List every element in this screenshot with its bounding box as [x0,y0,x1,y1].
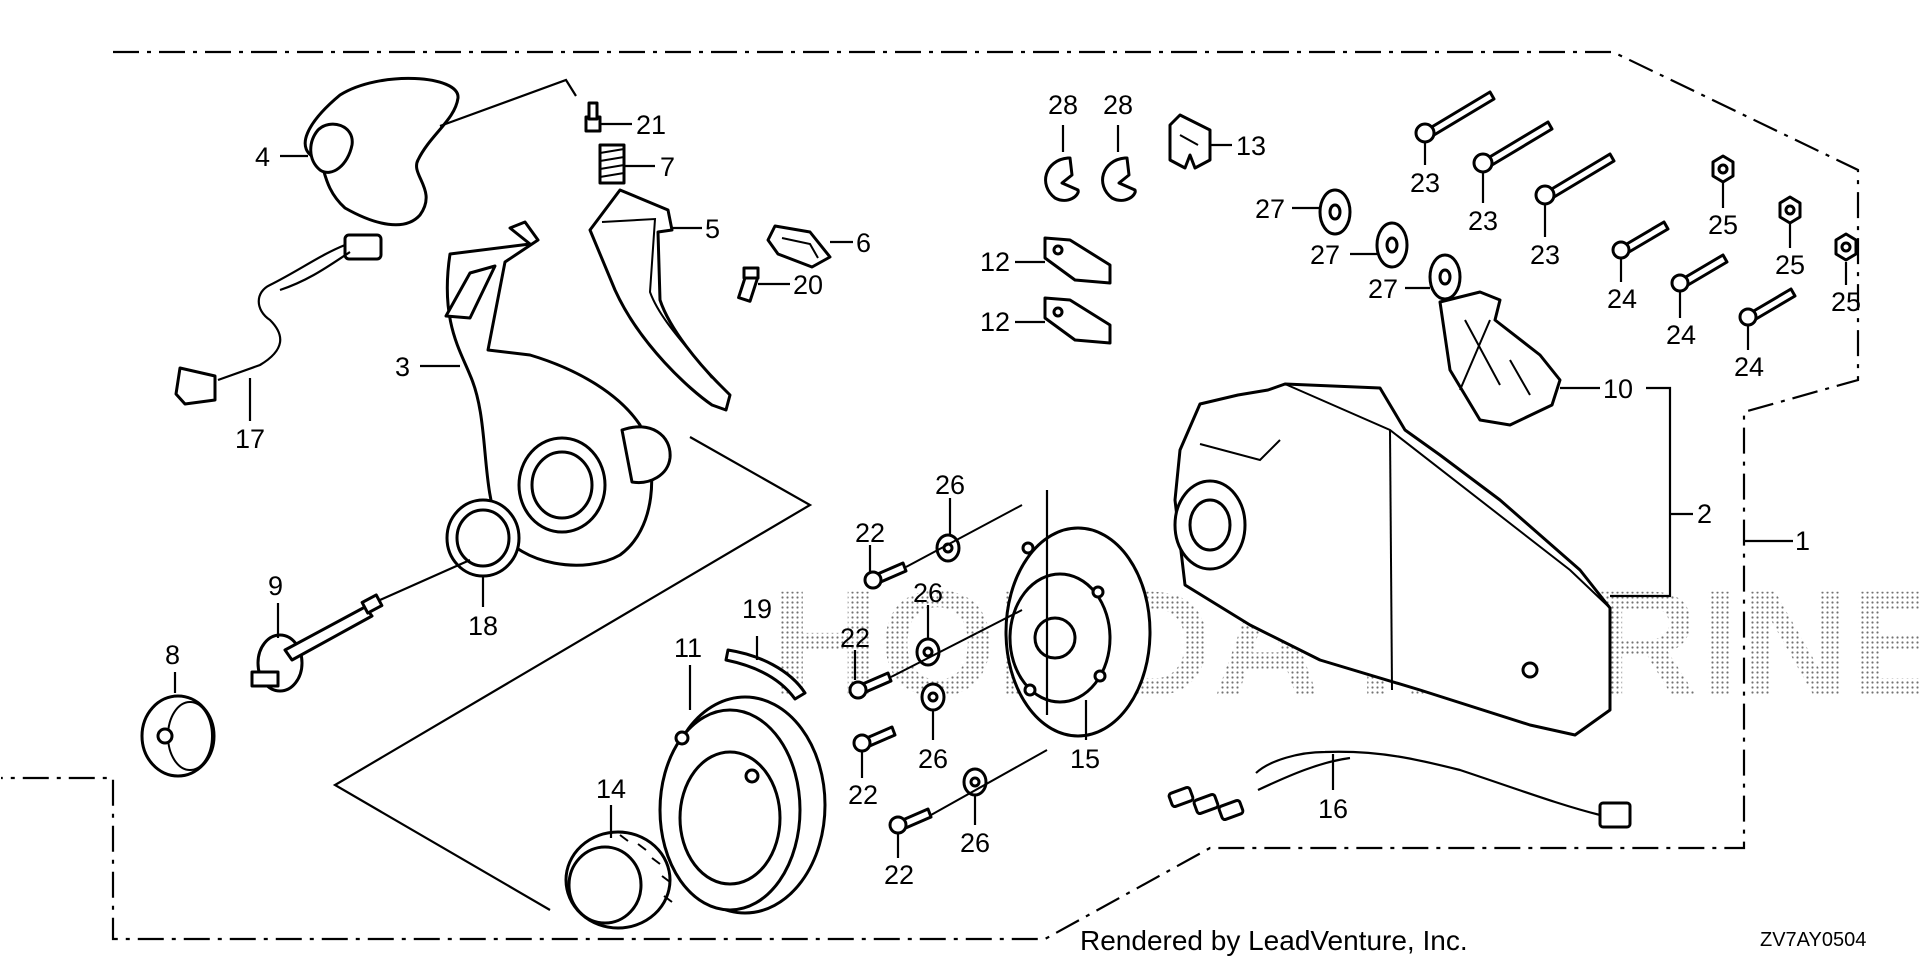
plate-part-15 [1004,526,1152,738]
housing-part-2 [1173,382,1612,737]
callout-21: 21 [636,110,666,140]
washer-part-27-b [1375,221,1409,269]
callout-27c: 27 [1368,274,1398,304]
callout-22b: 22 [840,623,870,653]
nut-part-25-b [1778,195,1802,225]
assembly-boundary [1,50,1860,941]
callout-5: 5 [705,214,720,244]
callout-13: 13 [1236,131,1266,161]
bezel-part-11 [658,695,827,915]
diagram-code: ZV7AY0504 [1760,929,1866,951]
callout-23c: 23 [1530,240,1560,270]
callout-26c: 26 [918,744,948,774]
callout-3: 3 [395,352,410,382]
callout-18: 18 [468,611,498,641]
callout-27a: 27 [1255,194,1285,224]
eclip-part-28-a [1044,156,1080,202]
callout-26b: 26 [913,578,943,608]
leader-axis-22-26-c [930,749,1048,816]
callout-22a: 22 [855,518,885,548]
screw-part-21 [584,101,602,133]
callout-19: 19 [742,594,772,624]
screw-part-23-c [1534,152,1616,206]
callout-25a: 25 [1708,210,1738,240]
callout-11: 11 [674,633,702,663]
grip-cover-part-4 [303,76,460,227]
gear-part-14 [564,830,673,930]
callout-22c: 22 [848,780,878,810]
washer-part-18 [445,498,521,578]
callout-24b: 24 [1666,320,1696,350]
callout-14: 14 [596,774,626,804]
callout-17: 17 [235,424,265,454]
shaft-part-9 [250,593,384,693]
callout-12a: 12 [980,247,1010,277]
leader-4-to-21 [439,78,577,128]
screw-part-24-a [1611,220,1670,260]
screw-part-23-a [1414,90,1496,144]
callout-2: 2 [1697,499,1712,529]
callout-27b: 27 [1310,240,1340,270]
leader-10-2 [1610,386,1672,598]
nut-part-25-a [1711,154,1735,184]
leader-3-axis [332,436,813,911]
callout-26a: 26 [935,470,965,500]
callout-23a: 23 [1410,168,1440,198]
callout-22d: 22 [884,860,914,890]
washer-part-27-a [1318,188,1352,236]
leader-9-axis [379,558,471,602]
cap-part-8 [140,694,216,778]
cable-part-16 [1167,750,1632,829]
screw-part-22-d [888,807,933,835]
callout-4: 4 [255,142,270,172]
callout-26d: 26 [960,828,990,858]
washer-part-26-c [920,682,946,712]
callout-24a: 24 [1607,284,1637,314]
wire-harness-part-17 [174,233,383,406]
screw-part-20 [737,266,760,303]
screw-part-22-c [852,725,897,753]
callout-6: 6 [856,228,871,258]
block-part-12-b [1043,296,1112,345]
callout-12b: 12 [980,307,1010,337]
screw-part-22-b [848,671,893,700]
leader-axis-22-26-a [905,504,1023,568]
clip-part-6 [766,224,832,269]
lever-part-5 [588,188,732,412]
washer-part-26-b [915,637,941,667]
clip-part-13 [1168,113,1212,170]
eclip-part-28-b [1101,156,1137,202]
callout-28b: 28 [1103,90,1133,120]
spring-part-7 [598,143,626,185]
lever-part-3 [444,220,672,567]
nut-part-25-c [1834,232,1858,262]
callout-15: 15 [1070,744,1100,774]
callout-20: 20 [793,270,823,300]
screw-part-24-b [1670,253,1729,293]
callout-16: 16 [1318,794,1348,824]
callout-25c: 25 [1831,287,1861,317]
callout-23b: 23 [1468,206,1498,236]
leader-axis-22-26-b [890,609,1023,678]
callout-7: 7 [660,152,675,182]
callout-10: 10 [1603,374,1633,404]
callout-25b: 25 [1775,250,1805,280]
callout-8: 8 [165,640,180,670]
callout-9: 9 [268,571,283,601]
screw-part-24-c [1738,287,1797,327]
block-part-12-a [1043,236,1112,285]
callout-1: 1 [1795,526,1810,556]
credit-text: Rendered by LeadVenture, Inc. [1080,925,1468,956]
screw-part-22-a [863,561,908,590]
screw-part-23-b [1472,120,1554,174]
callout-28a: 28 [1048,90,1078,120]
callout-24c: 24 [1734,352,1764,382]
washer-part-27-c [1428,253,1462,301]
gasket-part-10 [1438,290,1562,427]
strip-part-19 [724,648,807,701]
